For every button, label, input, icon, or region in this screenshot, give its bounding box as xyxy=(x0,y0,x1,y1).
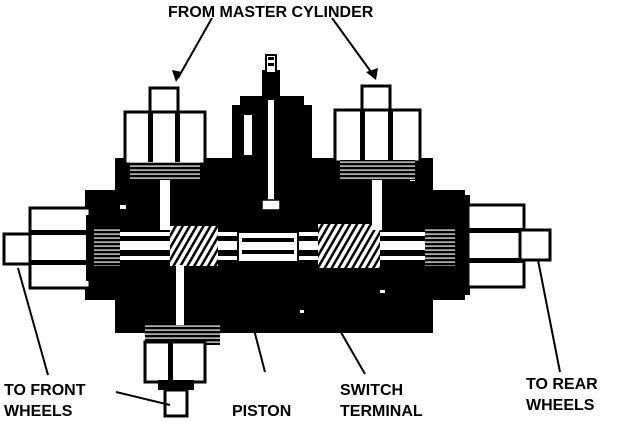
leader-lines xyxy=(17,17,561,406)
left-inlet-fitting xyxy=(123,86,207,230)
switch-terminal-assembly xyxy=(232,54,312,211)
label-switch-line2: TERMINAL xyxy=(340,403,423,420)
right-spring xyxy=(318,224,380,268)
left-spring xyxy=(170,226,218,266)
leader-master-right xyxy=(331,17,375,77)
bottom-outlet-fitting xyxy=(143,265,220,418)
arrow-master-right xyxy=(366,68,378,80)
leader-rear xyxy=(537,259,561,373)
label-to-front-line2: WHEELS xyxy=(4,403,73,420)
label-switch-line1: SWITCH xyxy=(340,382,403,399)
left-outlet-fitting xyxy=(2,206,94,290)
label-to-rear-line1: TO REAR xyxy=(526,376,598,393)
label-piston: PISTON xyxy=(232,403,291,420)
label-to-front-line1: TO FRONT xyxy=(4,382,86,399)
leader-master-left xyxy=(177,17,213,79)
leader-piston xyxy=(237,267,266,373)
leader-front xyxy=(17,267,49,376)
piston-body xyxy=(237,226,299,268)
leader-front-bottom xyxy=(115,391,171,406)
right-inlet-fitting xyxy=(333,84,422,230)
right-outlet-fitting xyxy=(466,203,552,289)
label-from-master-cylinder: FROM MASTER CYLINDER xyxy=(168,4,374,21)
label-to-rear-line2: WHEELS xyxy=(526,397,595,414)
leader-switch xyxy=(304,269,366,375)
arrow-master-left xyxy=(172,70,182,82)
